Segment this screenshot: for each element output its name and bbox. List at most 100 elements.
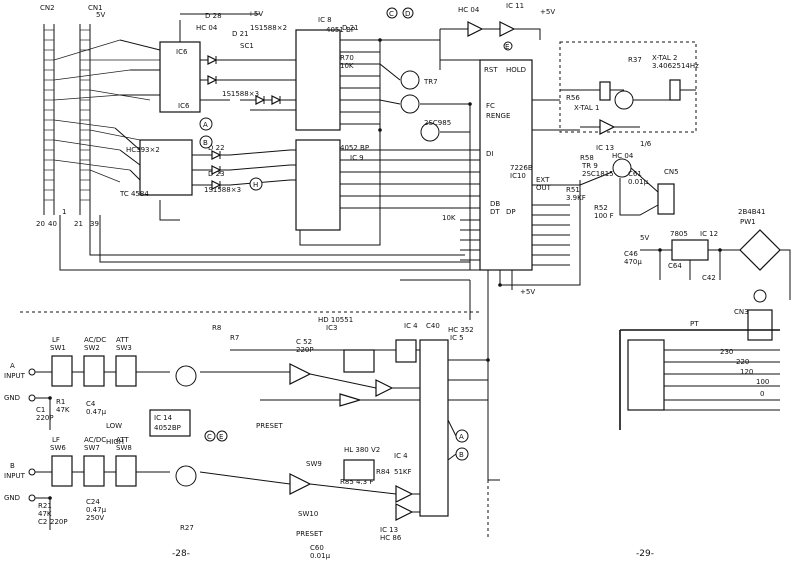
sw7-switch [83,455,105,487]
ic6-label-bottom: IC6 [178,102,190,110]
diode-array-lower: D 22 D 23 1S1588×3 [204,144,291,194]
att-label-b: ATT [116,436,129,444]
r37-label: R37 [628,56,642,64]
low-label: LOW [106,422,122,430]
tr9-output: TR 9 2SC1815 R51 3.9KF R52 100 F C61 0.0… [566,158,679,220]
input-b-letter: B [10,462,15,470]
tc4584-label: TC 4584 [119,190,149,198]
high-label: HIGH [106,438,124,446]
junction-markers: A B H C D E A B C E [199,10,509,459]
c42-label: C42 [702,274,716,282]
ic10-chip [479,59,533,271]
hc380-label: HL 380 V2 [344,446,380,454]
tap-100: 100 [756,378,769,386]
ic12-part: 7805 [670,230,688,238]
ic6-label: IC6 [176,48,188,56]
input-a-letter: A [10,362,15,370]
supply-5v-label: 5V [96,11,105,19]
cn1-label: CN1 [88,4,103,12]
marker-a2: A [459,433,464,441]
ic10-part: 7226B [510,164,533,172]
ic8-part: 4051 BP [326,26,355,34]
c64-label: C64 [668,262,682,270]
acdc-label-b: AC/DC [84,436,106,444]
pin-1-label: 1 [62,208,66,216]
ic8-label: IC 8 [318,16,332,24]
ic11-label: IC 11 [506,2,524,10]
ic10-pin-fc: FC [486,102,495,110]
ic12-chip [671,239,709,261]
r85-label: R85 [340,478,354,486]
page-number-right: -29- [636,549,654,559]
sw6-label: SW6 [50,444,66,452]
marker-c: C [389,10,394,18]
r21-value: 47K [38,510,52,518]
pin-20-label: 20 [36,220,45,228]
d28-label: D 28 [205,12,222,20]
ic12-label: IC 12 [700,230,718,238]
sw3-switch [115,355,137,387]
input-b-jack [28,468,36,476]
c24-label: C24 [86,498,100,506]
sw7-label: SW7 [84,444,100,452]
ic10-label: IC10 [510,172,526,180]
d8-label: D 21 [342,24,359,32]
diode-1s1588-label: 1S1588×3 [222,90,259,98]
c61-label: C61 [628,170,642,178]
ic5-mux: C40 HC 352 IC 5 [419,322,488,517]
r7-label: R7 [230,334,239,342]
supply-5v-top: +5V [248,10,263,18]
hc393-label: HC393×2 [126,146,160,154]
ic4-label: IC 4 [404,322,418,330]
ic5-label: IC 5 [450,334,464,342]
ic13b-part: HC 86 [380,534,402,542]
hc04-label: HC 04 [196,24,218,32]
ic4-lower-label: IC 4 [394,452,408,460]
ic10-side: 1/6 [640,140,652,148]
diode-lower-label: 1S1588×3 [204,186,241,194]
acdc-label-a: AC/DC [84,336,106,344]
cn5-box [657,183,675,215]
tr9-label: TR 9 [581,162,598,170]
gnd-a-label: GND [4,394,20,402]
ic9-chip [295,139,341,231]
ic10-io-lines: 10K [379,40,471,320]
ic10-pin-db: DB [490,200,500,208]
supply-5v-ic11: +5V [540,8,555,16]
sw8-switch [115,455,137,487]
marker-b2: B [459,451,464,459]
ic6-chip [159,41,201,113]
c61-value: 0.01μ [628,178,649,186]
sw9-label: SW9 [306,460,322,468]
r70-label: R70 [340,54,354,62]
c2-label: C2 [38,518,47,526]
c2-value: 220P [50,518,68,526]
input-b-section: LF SW6 AC/DC SW7 ATT SW8 B INPUT GND R21… [4,436,197,532]
marker-c2: C [207,433,212,441]
marker-b: B [203,139,208,147]
d23-label: D 23 [208,170,225,178]
page-number-left: -28- [172,549,190,559]
psu-5v: 5V [640,234,649,242]
marker-e: E [505,43,509,51]
bridge-rectifier [739,229,781,271]
junction-dots [48,38,722,500]
ic10-pin-ext: EXT [536,176,550,184]
r85-value: 4.3 F [356,478,373,486]
ic13b-label: IC 13 [380,526,398,534]
ic3-label: IC3 [326,324,337,332]
marker-d: D [405,10,410,18]
ic14-part: 4052BP [154,424,181,432]
c60-value: 0.01μ [310,552,331,560]
ic4-chip [395,339,417,363]
ic14-chip [149,409,191,437]
ic7-chip [139,139,193,196]
gnd-b-label: GND [4,494,20,502]
ic9-part: 4052 BP [340,144,369,152]
tr8b-symbol [420,122,440,142]
ic10-pin-dt: DT [490,208,500,216]
marker-h: H [253,181,258,189]
ic10-pin-out: OUT [536,184,552,192]
input-b-label: INPUT [4,472,26,480]
cn2-label: CN2 [40,4,55,12]
